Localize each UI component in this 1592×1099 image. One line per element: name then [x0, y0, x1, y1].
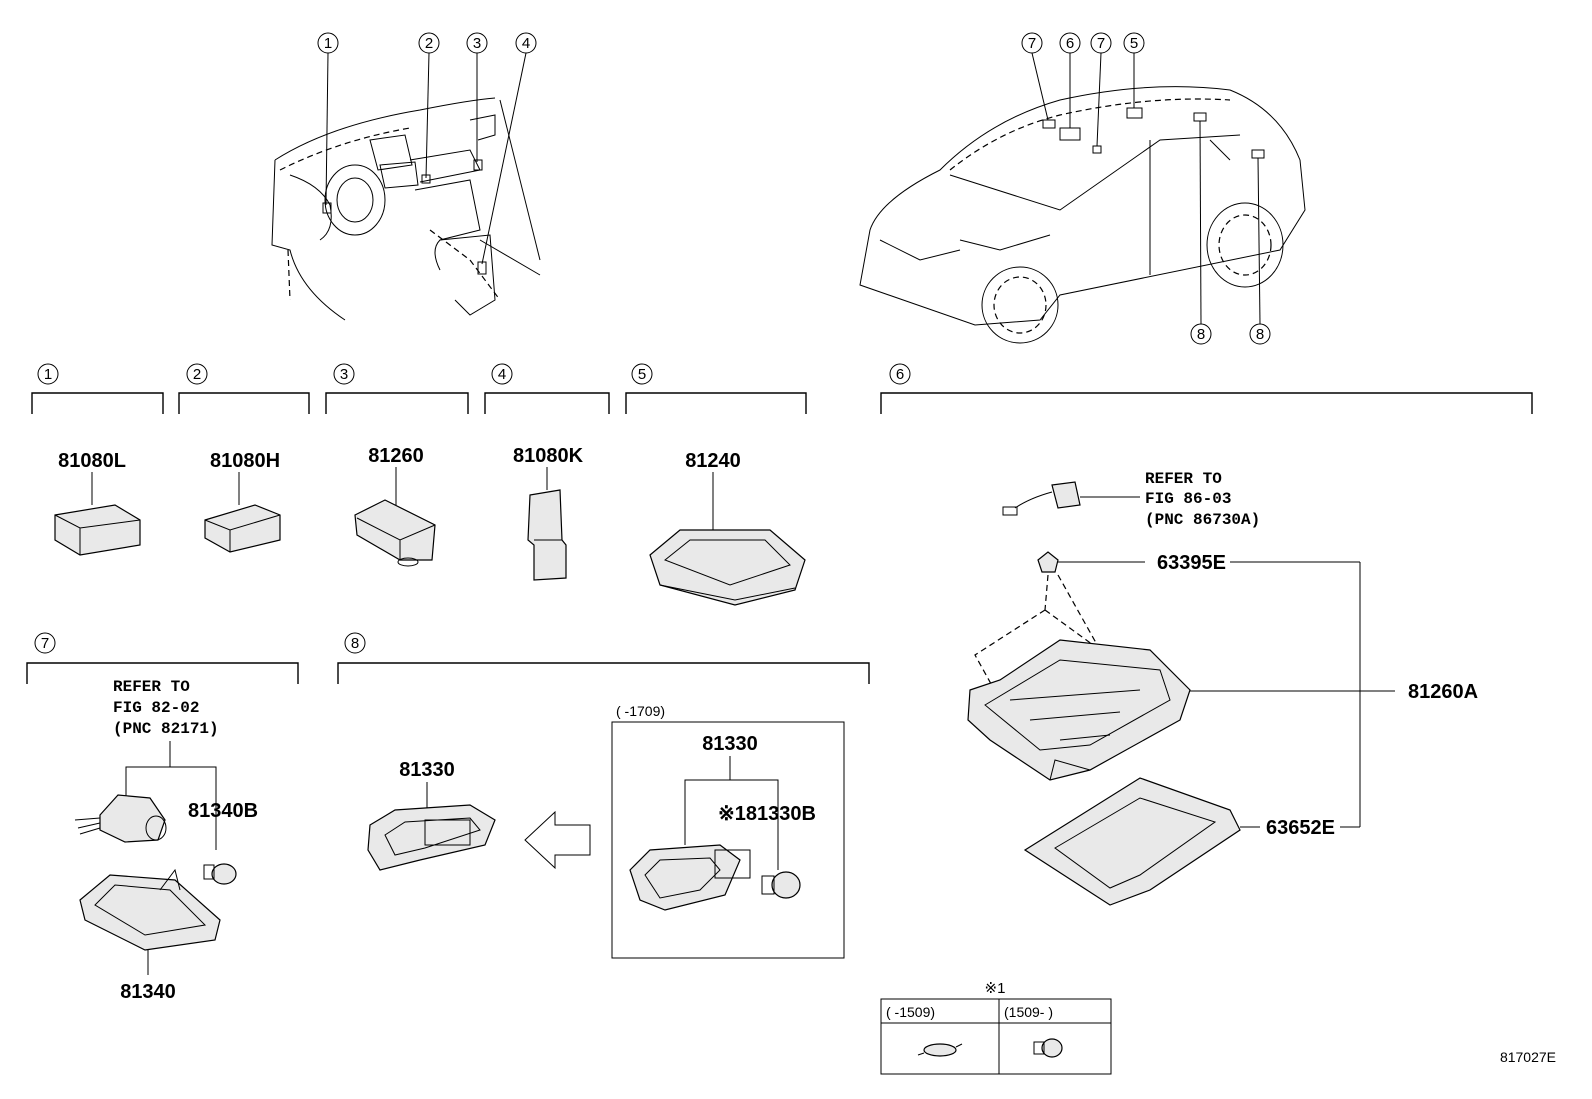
svg-text:7: 7 — [41, 635, 49, 652]
svg-text:2: 2 — [193, 366, 201, 383]
refer-7-line2: FIG 82-02 — [113, 699, 199, 717]
refer-7-line3: (PNC 82171) — [113, 720, 219, 738]
dashboard-illustration — [271, 97, 541, 321]
wedge-bulb-icon — [1041, 1038, 1063, 1058]
figure-code: 817027E — [1500, 1049, 1556, 1065]
refer-7-line1: REFER TO — [113, 678, 190, 696]
refer-6-line3: (PNC 86730A) — [1145, 511, 1260, 529]
part-81080K: 81080K — [513, 445, 584, 467]
festoon-bulb-icon — [923, 1043, 957, 1057]
part-81260A: 81260A — [1408, 681, 1478, 703]
group-1: 1 81080L — [31, 363, 164, 556]
refer-6-line2: FIG 86-03 — [1145, 490, 1231, 508]
dashboard-callouts: 1 2 3 4 — [317, 32, 537, 265]
callout-car-7b: 7 — [1097, 35, 1105, 52]
part-63395E: 63395E — [1157, 552, 1226, 574]
part-81240: 81240 — [685, 450, 741, 472]
part-81080H: 81080H — [210, 450, 280, 472]
box-part-81330: 81330 — [702, 733, 758, 755]
car-callouts: 7 6 7 5 8 8 — [1021, 32, 1271, 345]
group-7: 7 REFER TO FIG 82-02 (PNC 82171) 81340B … — [26, 632, 299, 1003]
svg-text:5: 5 — [638, 366, 646, 383]
svg-text:3: 3 — [340, 366, 348, 383]
car-illustration — [859, 86, 1306, 344]
group-2: 2 81080H — [178, 363, 310, 553]
svg-text:8: 8 — [351, 635, 359, 652]
callout-dash-2: 2 — [425, 35, 433, 52]
callout-car-8b: 8 — [1256, 326, 1264, 343]
box-header: ( -1709) — [616, 703, 665, 719]
callout-car-5: 5 — [1130, 35, 1138, 52]
part-81080L: 81080L — [58, 450, 126, 472]
note-col2: (1509- ) — [1004, 1004, 1053, 1020]
callout-dash-1: 1 — [324, 35, 332, 52]
part-81330: 81330 — [399, 759, 455, 781]
callout-car-6: 6 — [1066, 35, 1074, 52]
callout-dash-4: 4 — [522, 35, 530, 52]
note-col1: ( -1509) — [886, 1004, 935, 1020]
group-6: 6 REFER TO FIG 86-03 (PNC 86730A) 63395E… — [880, 363, 1533, 906]
svg-text:4: 4 — [498, 366, 506, 383]
note-title: ※1 — [985, 980, 1006, 997]
part-81340B: 81340B — [188, 800, 258, 822]
group-3: 3 81260 — [325, 363, 469, 567]
group-5: 5 81240 — [625, 363, 807, 606]
group-8: 8 81330 ( -1709) 81330 ※181330B — [337, 632, 870, 959]
callout-car-8a: 8 — [1197, 326, 1205, 343]
svg-text:6: 6 — [896, 366, 904, 383]
part-63652E: 63652E — [1266, 817, 1335, 839]
refer-6-line1: REFER TO — [1145, 470, 1222, 488]
svg-text:1: 1 — [44, 366, 52, 383]
group-4: 4 81080K — [484, 363, 610, 581]
callout-car-7a: 7 — [1028, 35, 1036, 52]
part-81260: 81260 — [368, 445, 424, 467]
callout-dash-3: 3 — [473, 35, 481, 52]
note-table: ※1 ( -1509) (1509- ) — [880, 980, 1112, 1075]
part-81340: 81340 — [120, 981, 176, 1003]
box-bulb-81330B: ※181330B — [718, 803, 816, 825]
